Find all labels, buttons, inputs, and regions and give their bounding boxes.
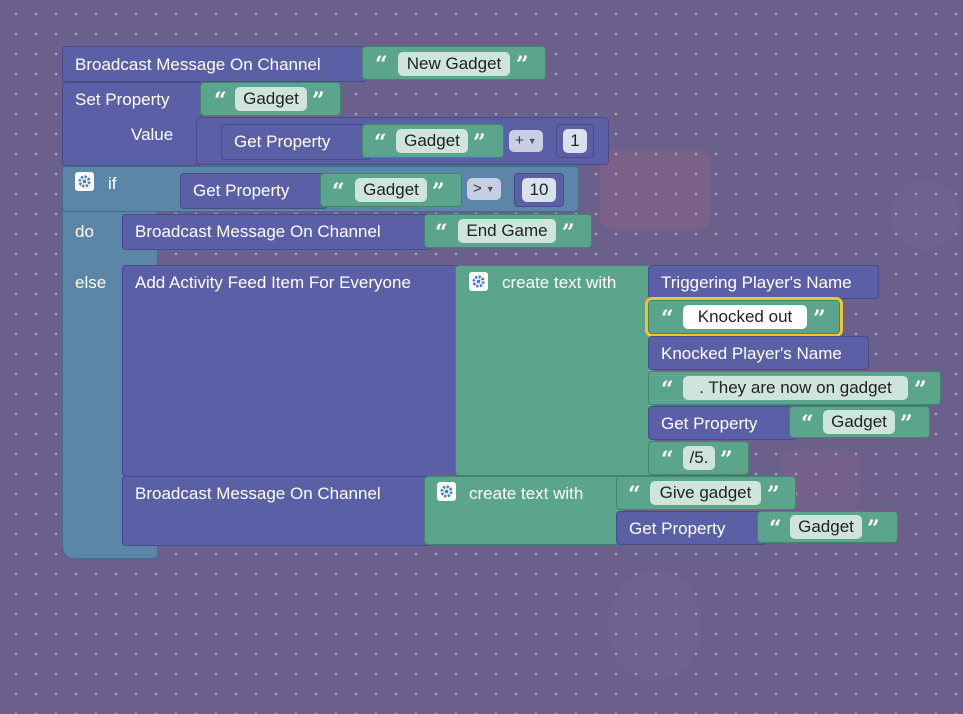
- gear-icon-glyph: [472, 275, 485, 288]
- open-quote-icon: “: [435, 220, 448, 246]
- close-quote-icon: ”: [473, 130, 486, 156]
- broadcast-block-end-game[interactable]: [122, 214, 432, 250]
- open-quote-icon: “: [628, 482, 641, 508]
- watermark-shape: [600, 150, 710, 230]
- gear-icon[interactable]: [75, 172, 94, 191]
- close-quote-icon: ”: [914, 377, 927, 403]
- compare-operator-dropdown[interactable]: >▼: [467, 178, 501, 200]
- text-field-slash-5[interactable]: /5.: [683, 446, 715, 470]
- triangle-down-icon: ▼: [485, 184, 495, 195]
- gear-icon[interactable]: [469, 272, 488, 291]
- value-label: Value: [131, 125, 174, 144]
- text-field-new-gadget[interactable]: New Gadget: [398, 52, 510, 76]
- gear-icon[interactable]: [437, 482, 456, 501]
- close-quote-icon: ”: [767, 482, 780, 508]
- close-quote-icon: ”: [432, 179, 445, 205]
- create-text-with-label: create text with: [469, 484, 584, 503]
- number-field-10[interactable]: 10: [522, 178, 556, 202]
- watermark-shape: [890, 180, 960, 250]
- close-quote-icon: ”: [867, 516, 880, 542]
- open-quote-icon: “: [375, 52, 388, 78]
- open-quote-icon: “: [214, 88, 227, 114]
- activity-feed-block[interactable]: [122, 265, 462, 477]
- get-property-block[interactable]: [648, 406, 798, 440]
- open-quote-icon: “: [661, 377, 674, 403]
- number-field-1[interactable]: 1: [563, 129, 587, 153]
- close-quote-icon: ”: [516, 52, 529, 78]
- broadcast-label: Broadcast Message On Channel: [135, 484, 381, 503]
- set-property-label: Set Property: [75, 90, 170, 109]
- gear-icon-glyph: [78, 175, 91, 188]
- get-property-block[interactable]: [221, 124, 371, 160]
- text-field-gadget[interactable]: Gadget: [396, 129, 468, 153]
- watermark-shape: [610, 570, 700, 680]
- text-field-give-gadget[interactable]: Give gadget: [650, 481, 761, 505]
- get-property-block[interactable]: [616, 511, 766, 545]
- create-text-with-label: create text with: [502, 273, 617, 292]
- create-text-with-block[interactable]: [424, 476, 624, 545]
- text-field-knocked-out[interactable]: Knocked out: [683, 305, 807, 329]
- if-label: if: [108, 174, 117, 193]
- get-property-block[interactable]: [180, 173, 328, 209]
- text-field-gadget[interactable]: Gadget: [790, 515, 862, 539]
- open-quote-icon: “: [374, 130, 387, 156]
- set-property-block[interactable]: [62, 82, 202, 166]
- operator-plus: +: [515, 132, 524, 149]
- triggering-player-name-block[interactable]: [648, 265, 879, 299]
- do-label: do: [75, 222, 94, 241]
- triangle-down-icon: ▼: [527, 136, 537, 147]
- text-field-now-on-gadget[interactable]: . They are now on gadget: [683, 376, 908, 400]
- get-property-label: Get Property: [234, 132, 331, 151]
- close-quote-icon: ”: [562, 220, 575, 246]
- broadcast-block-new-gadget[interactable]: [62, 46, 367, 82]
- open-quote-icon: “: [661, 447, 674, 473]
- text-field-gadget[interactable]: Gadget: [823, 410, 895, 434]
- create-text-with-block[interactable]: [455, 265, 655, 476]
- knocked-player-name-block[interactable]: [648, 336, 869, 370]
- gear-icon-glyph: [440, 485, 453, 498]
- get-property-label: Get Property: [661, 414, 758, 433]
- open-quote-icon: “: [332, 179, 345, 205]
- activity-feed-label: Add Activity Feed Item For Everyone: [135, 273, 411, 292]
- text-field-gadget[interactable]: Gadget: [235, 87, 307, 111]
- text-field-end-game[interactable]: End Game: [458, 219, 556, 243]
- broadcast-label: Broadcast Message On Channel: [75, 55, 321, 74]
- open-quote-icon: “: [769, 516, 782, 542]
- else-label: else: [75, 273, 107, 292]
- broadcast-block-give-gadget[interactable]: [122, 476, 432, 546]
- text-field-gadget[interactable]: Gadget: [355, 178, 427, 202]
- triggering-player-name-label: Triggering Player's Name: [661, 273, 852, 292]
- broadcast-label: Broadcast Message On Channel: [135, 222, 381, 241]
- open-quote-icon: “: [661, 306, 674, 332]
- math-operator-dropdown[interactable]: +▼: [509, 130, 543, 152]
- close-quote-icon: ”: [720, 447, 733, 473]
- close-quote-icon: ”: [813, 306, 826, 332]
- operator-greater-than: >: [473, 180, 482, 197]
- open-quote-icon: “: [801, 411, 814, 437]
- get-property-label: Get Property: [193, 181, 290, 200]
- knocked-player-name-label: Knocked Player's Name: [661, 344, 842, 363]
- get-property-label: Get Property: [629, 519, 726, 538]
- close-quote-icon: ”: [900, 411, 913, 437]
- close-quote-icon: ”: [312, 88, 325, 114]
